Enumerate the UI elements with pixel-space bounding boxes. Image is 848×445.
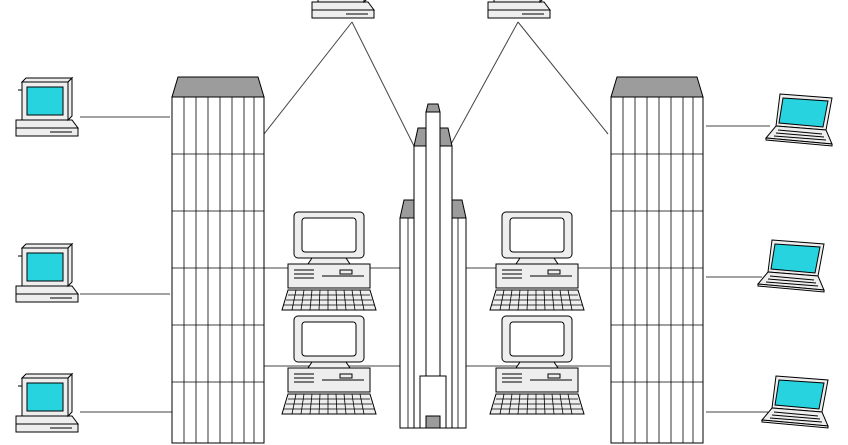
workstation-right-upper-icon — [489, 211, 585, 311]
building-left-icon — [171, 76, 265, 444]
link-top-left-to-center-building — [351, 21, 415, 147]
crt-monitor-top-left-icon — [311, 0, 375, 19]
workstation-left-upper-icon — [281, 211, 377, 311]
crt-monitor-left-2-icon — [15, 243, 79, 303]
crt-monitor-left-3-icon — [15, 373, 79, 433]
laptop-right-1-icon — [765, 93, 833, 147]
building-right-icon — [610, 76, 704, 444]
crt-monitor-left-1-icon — [15, 77, 79, 137]
laptop-right-2-icon — [757, 239, 825, 293]
building-center-icon — [399, 103, 467, 429]
link-top-left-to-left-building — [263, 21, 353, 135]
workstation-right-lower-icon — [489, 315, 585, 415]
link-top-right-to-right-building — [517, 21, 609, 135]
link-top-right-to-center-building — [449, 21, 519, 147]
workstation-left-lower-icon — [281, 315, 377, 415]
laptop-right-3-icon — [761, 375, 829, 429]
crt-monitor-top-right-icon — [487, 0, 551, 19]
